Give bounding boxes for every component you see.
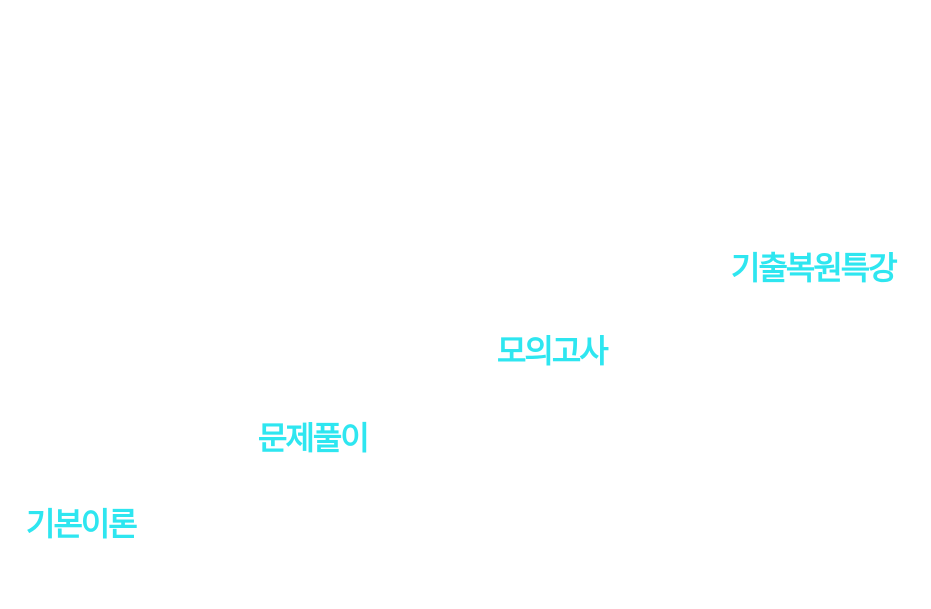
step-basic-theory: 기본이론 — [26, 505, 138, 543]
step-past-exam-special: 기출복원특강 — [731, 249, 898, 287]
step-problem-solving: 문제풀이 — [258, 419, 370, 457]
step-mock-exam: 모의고사 — [497, 332, 609, 370]
